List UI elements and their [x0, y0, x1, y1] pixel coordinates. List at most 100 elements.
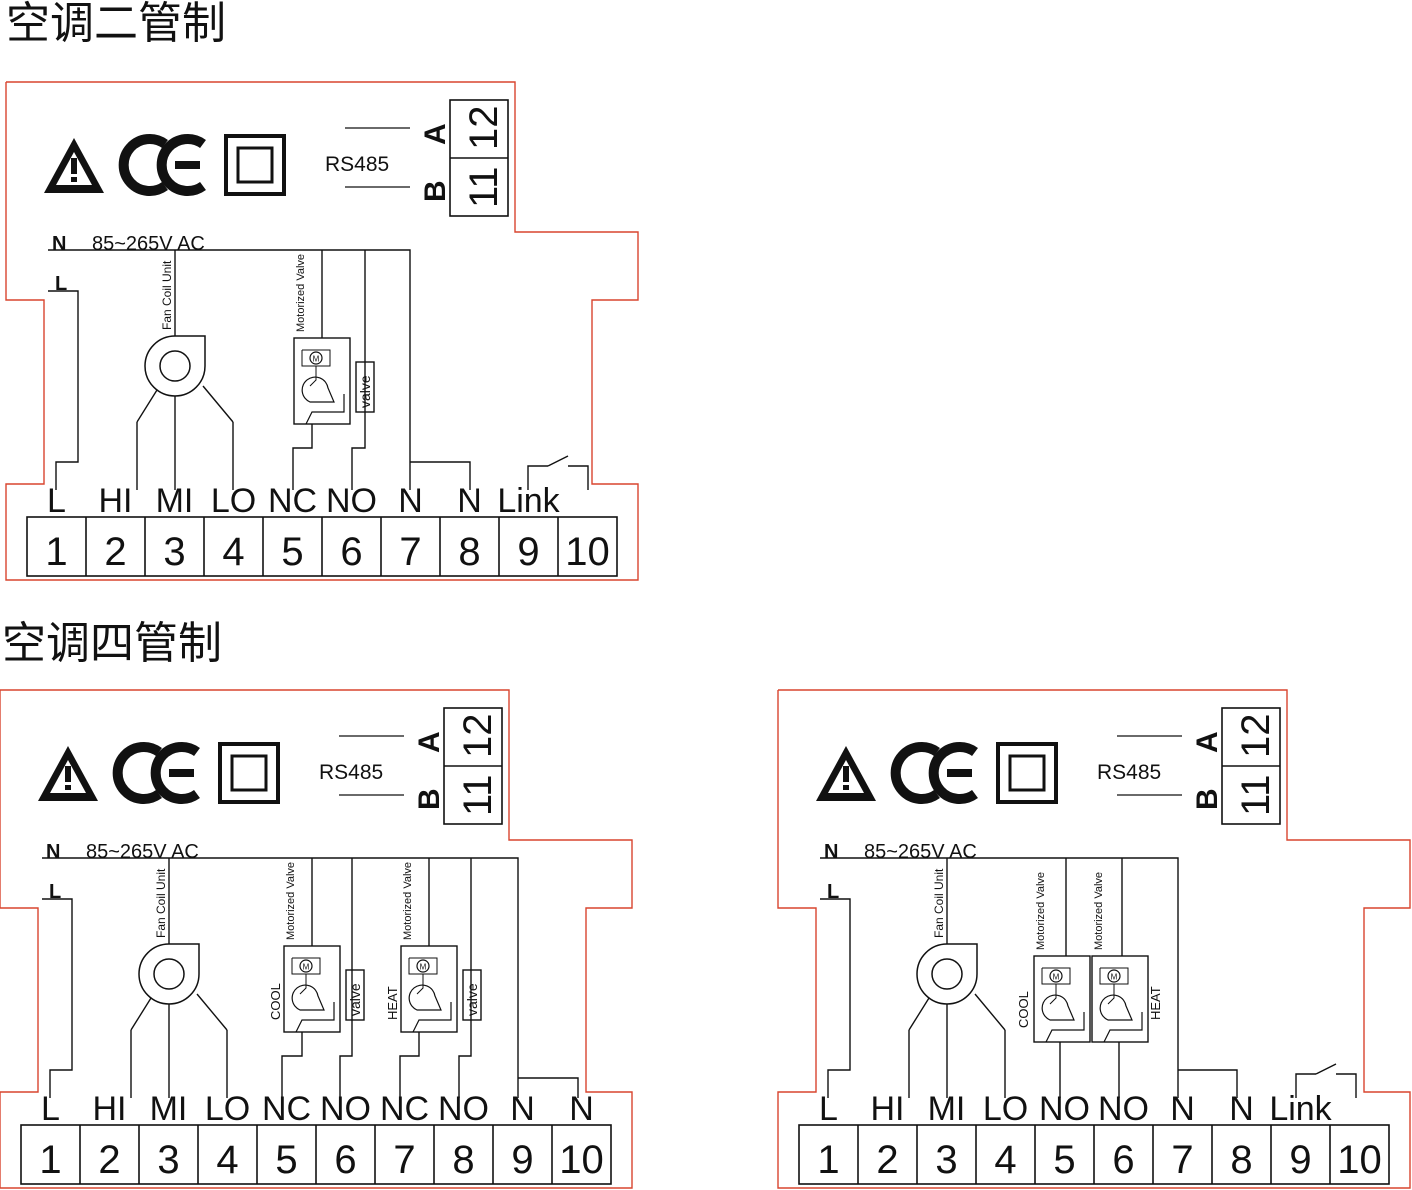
- terminal-5-number: 5: [275, 1138, 297, 1182]
- terminal-2-number: 2: [98, 1138, 120, 1182]
- valve-contact-box: [345, 969, 365, 1021]
- valve-no-wire: [351, 250, 366, 490]
- terminal-8-label: NO: [438, 1090, 489, 1128]
- ce-mark-e: [928, 742, 978, 804]
- neutral-label: N: [52, 233, 66, 255]
- motorized-valve-label: Motorized Valve: [1093, 872, 1105, 950]
- valve-label: valve: [347, 983, 363, 1016]
- fan-hi-link: [908, 997, 930, 1031]
- motorized-valve-label: Motorized Valve: [285, 862, 297, 940]
- motorized-valve-label: Motorized Valve: [1035, 872, 1047, 950]
- rs485-b-label: B: [413, 788, 446, 810]
- terminal-7-number: 7: [393, 1138, 415, 1182]
- link-wire-left: [1295, 1073, 1316, 1098]
- rs485-label: RS485: [1097, 761, 1161, 784]
- terminal-8-number: 8: [458, 530, 480, 574]
- neutral-bus: [48, 249, 411, 490]
- terminal-3-number: 3: [157, 1138, 179, 1182]
- valve-body-icon: [408, 984, 442, 1011]
- line-label: L: [49, 881, 61, 903]
- motor-shaft: [1049, 984, 1057, 1005]
- terminal-6-label: NO: [326, 482, 377, 520]
- fan-hub-icon: [931, 958, 963, 990]
- motorized-valve-label: Motorized Valve: [402, 862, 414, 940]
- fan-hub-icon: [159, 350, 191, 382]
- device-outline: [777, 689, 1411, 1189]
- terminal-12-number: 12: [1234, 714, 1278, 759]
- neutral-label: N: [46, 841, 60, 863]
- class-two-icon: [224, 134, 286, 196]
- motor-icon: [1107, 969, 1121, 983]
- fan-coil-unit-label: Fan Coil Unit: [154, 868, 168, 938]
- rs485-b-label: B: [419, 180, 452, 202]
- valve-body-icon: [301, 376, 335, 403]
- terminal-5-number: 5: [281, 530, 303, 574]
- class-two-icon-inner: [1008, 754, 1046, 792]
- cool-label: COOL: [1016, 991, 1031, 1028]
- motor-frame: [408, 957, 438, 975]
- valve-box: [283, 945, 341, 1033]
- class-two-icon: [996, 742, 1058, 804]
- terminal-3-label: MI: [928, 1090, 966, 1128]
- terminal-7-label: N: [398, 482, 423, 520]
- heat-valve-nc-wire: [399, 1032, 420, 1098]
- terminal-6-number: 6: [334, 1138, 356, 1182]
- rs485-label: RS485: [325, 153, 389, 176]
- terminal-1-label: L: [47, 482, 66, 520]
- terminal-9-number: 9: [511, 1138, 533, 1182]
- valve-nc-wire: [292, 424, 313, 490]
- terminal-2-label: HI: [99, 482, 133, 520]
- ce-mark-e-bar: [947, 769, 972, 777]
- valve-body-icon: [291, 984, 325, 1011]
- terminal-12-number: 12: [462, 106, 506, 151]
- line-l-wire: [820, 898, 851, 1098]
- neutral-link-wire: [410, 461, 471, 490]
- terminal-11-number: 11: [462, 166, 506, 208]
- terminal-11-number: 11: [456, 774, 500, 816]
- neutral-label: N: [824, 841, 838, 863]
- class-two-icon-inner: [236, 146, 274, 184]
- ce-mark-e-bar: [175, 161, 200, 169]
- terminal-10-number: 10: [565, 530, 610, 574]
- terminal-8-label: N: [1229, 1090, 1254, 1128]
- motor-shaft: [299, 974, 307, 995]
- line-label: L: [827, 881, 839, 903]
- valve-contact-box: [462, 969, 482, 1021]
- terminal-2-number: 2: [876, 1138, 898, 1182]
- terminal-1-label: L: [41, 1090, 60, 1128]
- rs485-a-label: A: [1191, 731, 1224, 753]
- link-switch: [547, 455, 569, 467]
- terminal-12-number: 12: [456, 714, 500, 759]
- terminal-4-number: 4: [222, 530, 244, 574]
- rs485-a-label: A: [413, 731, 446, 753]
- motor-symbol: M: [1111, 973, 1118, 982]
- terminal-9-label: N: [510, 1090, 535, 1128]
- terminal-5-label: NO: [1039, 1090, 1090, 1128]
- valve-box: [400, 945, 458, 1033]
- terminal-7-number: 7: [399, 530, 421, 574]
- terminal-8-number: 8: [1230, 1138, 1252, 1182]
- warning-icon-bar: [71, 158, 77, 174]
- fan-icon: [144, 335, 206, 397]
- terminal-7-label: N: [1170, 1090, 1195, 1128]
- class-two-icon: [218, 742, 280, 804]
- valve-linkage: [1045, 1012, 1085, 1043]
- terminal-6-label: NO: [320, 1090, 371, 1128]
- terminal-3-label: MI: [156, 482, 194, 520]
- terminal-7-number: 7: [1171, 1138, 1193, 1182]
- neutral-bus: [42, 857, 519, 1098]
- warning-icon-dot: [65, 785, 71, 790]
- fan-hub-icon: [153, 958, 185, 990]
- terminal-9-number: 9: [517, 530, 539, 574]
- motor-frame: [301, 349, 331, 367]
- link-wire-right: [568, 465, 589, 490]
- link-wire-left: [527, 465, 548, 490]
- terminal-10-number: 10: [559, 1138, 604, 1182]
- motor-frame: [1099, 967, 1129, 985]
- valve-linkage: [305, 394, 345, 425]
- terminal-4-number: 4: [994, 1138, 1016, 1182]
